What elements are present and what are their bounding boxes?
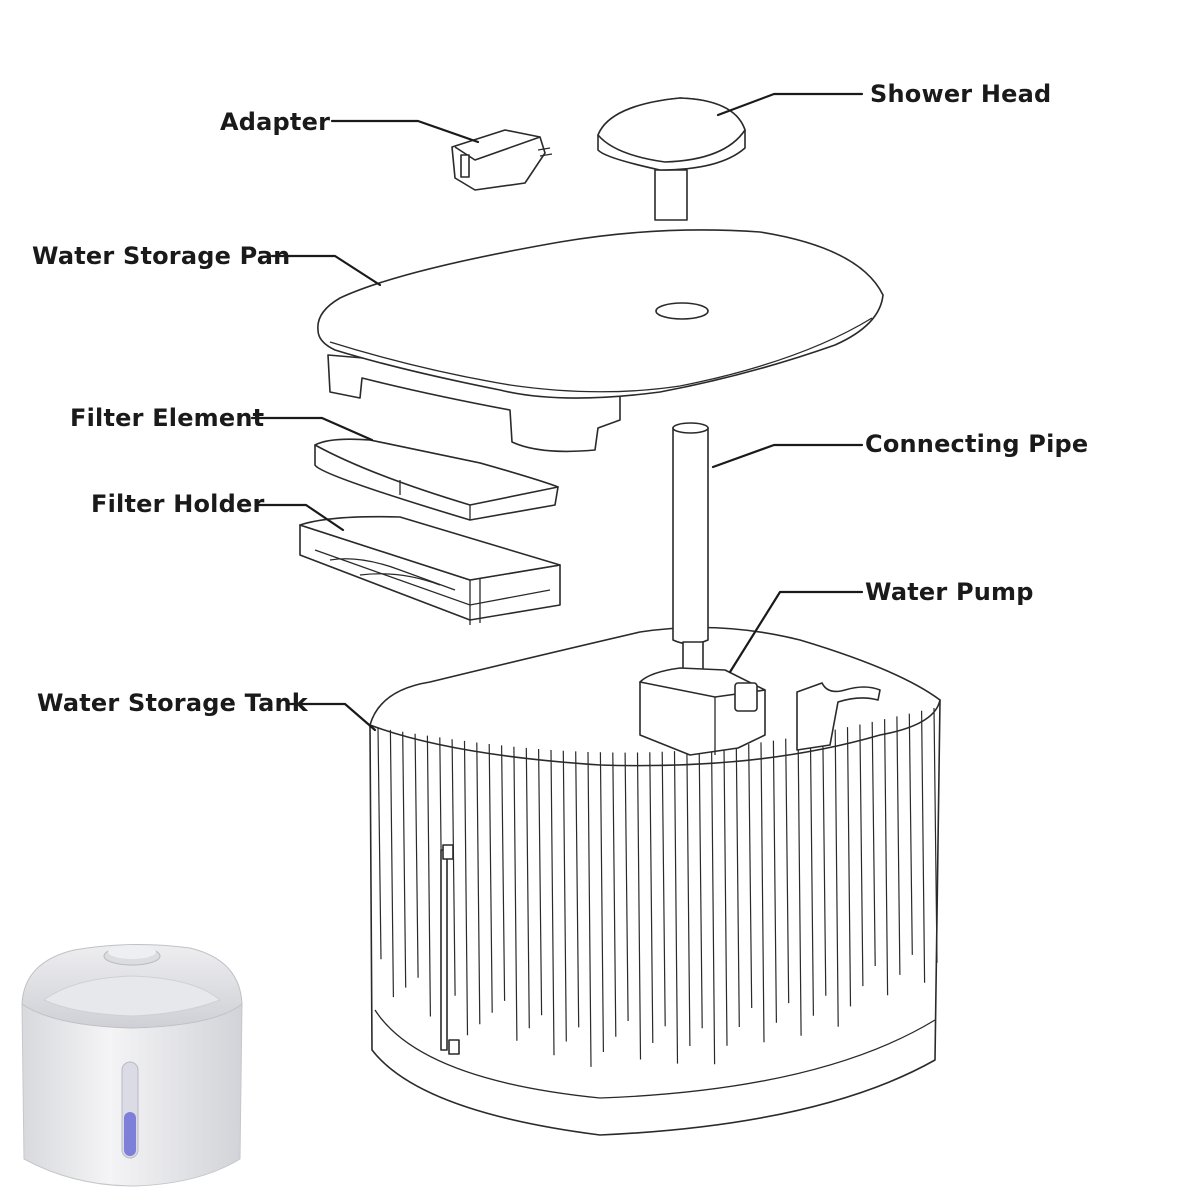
leader-water-storage-tank: [288, 702, 377, 732]
tank-rib: [673, 751, 679, 1064]
tank-rib: [636, 752, 642, 1060]
tank-rib: [538, 748, 543, 1016]
tank-rib: [550, 749, 555, 1056]
tank-rib: [846, 727, 852, 1007]
tank-rib: [884, 719, 889, 996]
leader-water-storage-pan: [270, 254, 382, 287]
tank-rib: [711, 748, 716, 1065]
filter-element-drawing: [314, 438, 559, 521]
tank-rib: [476, 742, 481, 1025]
tank-rib: [562, 750, 567, 1042]
tank-rib: [377, 727, 382, 960]
label-water-pump: Water Pump: [865, 578, 1034, 606]
tank-rib: [402, 731, 407, 988]
tank-rib: [624, 752, 629, 1022]
leader-water-pump: [728, 590, 864, 674]
tank-rib: [414, 733, 419, 978]
leader-filter-holder: [254, 503, 345, 532]
label-filter-element: Filter Element: [70, 404, 265, 432]
tank-rib: [735, 745, 740, 1028]
tank-rib: [463, 740, 469, 1036]
label-shower-head: Shower Head: [870, 80, 1052, 108]
tank-bracket-drawing: [796, 682, 881, 751]
tank-rib: [748, 744, 753, 1009]
tank-rib: [661, 751, 666, 1027]
tank-rib: [513, 746, 518, 1041]
tank-rib: [797, 736, 802, 1036]
leader-connecting-pipe: [711, 443, 864, 469]
tank-rib: [698, 749, 703, 1029]
tank-rib: [834, 729, 839, 1027]
filter-holder-drawing: [299, 515, 561, 625]
tank-rib: [389, 729, 394, 998]
tank-rib: [933, 707, 938, 963]
label-connecting-pipe: Connecting Pipe: [865, 430, 1089, 458]
tank-rib: [723, 747, 728, 1046]
tank-rib: [451, 739, 456, 996]
water-pump-drawing: [639, 641, 766, 756]
product-photo: [21, 943, 243, 1187]
adapter-drawing: [451, 129, 553, 191]
tank-rib: [525, 747, 530, 1029]
label-water-storage-tank: Water Storage Tank: [37, 689, 308, 717]
label-filter-holder: Filter Holder: [91, 490, 265, 518]
label-water-storage-pan: Water Storage Pan: [32, 242, 291, 270]
tank-rib: [649, 752, 654, 1044]
label-adapter: Adapter: [220, 108, 331, 136]
tank-rib: [686, 750, 691, 1047]
tank-rib: [822, 731, 827, 996]
tank-rib: [785, 738, 790, 1004]
tank-rib: [896, 716, 901, 975]
tank-rib: [612, 752, 617, 1037]
tank-rib: [575, 751, 580, 1028]
tank-rib: [488, 743, 493, 1013]
water-storage-pan-drawing: [317, 229, 884, 453]
tank-rib: [426, 735, 431, 1017]
tank-rib: [760, 742, 765, 1043]
tank-rib: [599, 752, 604, 1053]
leader-adapter: [330, 119, 480, 144]
tank-rib: [908, 713, 913, 955]
leader-filter-element: [250, 416, 374, 442]
tank-rib: [501, 745, 506, 1001]
tank-rib: [587, 751, 592, 1067]
leader-lines: [250, 92, 864, 732]
tank-rib: [921, 710, 926, 983]
leader-shower-head: [716, 92, 864, 117]
tank-rib: [871, 721, 876, 967]
connecting-pipe-drawing: [672, 422, 709, 645]
tank-rib: [859, 724, 864, 987]
tank-rib: [809, 734, 814, 1016]
tank-rib: [772, 740, 777, 1023]
shower-head-drawing: [597, 97, 746, 221]
